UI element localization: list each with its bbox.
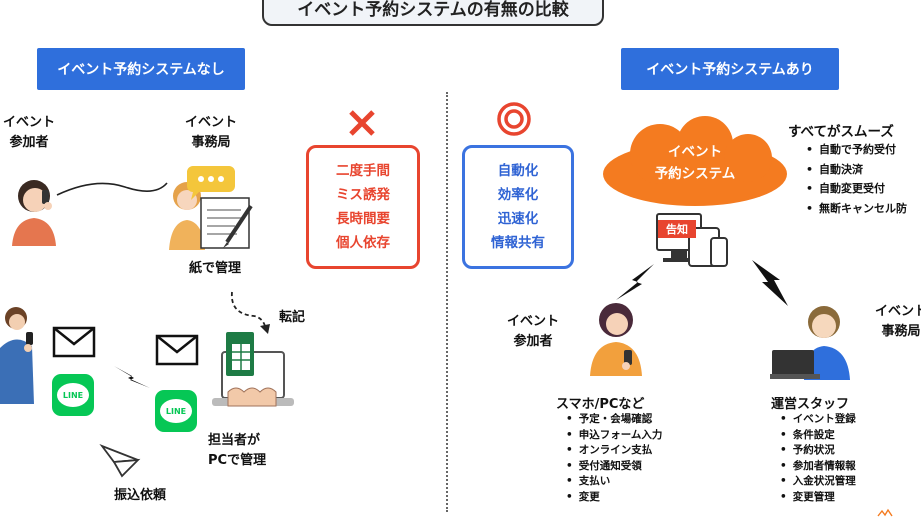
transfer-request-label: 振込依頼 bbox=[113, 488, 166, 503]
staff-item: 入金状況管理 bbox=[780, 474, 856, 490]
mail-envelope-icon-2 bbox=[155, 334, 199, 366]
staff-laptop-illustration bbox=[770, 306, 850, 380]
transcribe-label: 転記 bbox=[278, 310, 305, 325]
mail-envelope-icon bbox=[52, 326, 96, 358]
smooth-item: 自動決済 bbox=[806, 160, 907, 180]
benefits-box: 自動化 効率化 迅速化 情報共有 bbox=[462, 145, 574, 269]
phone-line-curve bbox=[56, 182, 168, 196]
staff-item: 条件設定 bbox=[780, 428, 856, 444]
reservation-system-cloud bbox=[603, 116, 787, 206]
transcribe-arrow-icon bbox=[231, 291, 270, 334]
smooth-item: 自動で予約受付 bbox=[806, 140, 907, 160]
participant-phone-illustration bbox=[12, 180, 56, 246]
smooth-item: 無断キャンセル防 bbox=[806, 199, 907, 219]
right-section-header: イベント予約システムあり bbox=[621, 48, 839, 90]
staff-item: 参加者情報報 bbox=[780, 459, 856, 475]
smooth-title: すべてがスムーズ bbox=[788, 124, 894, 140]
left-section-header: イベント予約システムなし bbox=[37, 48, 245, 90]
laptop-spreadsheet-illustration bbox=[212, 332, 294, 407]
phone-item: 受付通知受領 bbox=[566, 459, 662, 475]
lightning-icon-left bbox=[616, 264, 654, 300]
line-app-icon: LINE bbox=[52, 374, 94, 416]
smooth-item: 自動変更受付 bbox=[806, 179, 907, 199]
staff-title: 運営スタッフ bbox=[771, 397, 850, 412]
phone-item: 申込フォーム入力 bbox=[566, 428, 663, 444]
participant-smartphone-illustration bbox=[590, 303, 642, 376]
left-participant-label: イベント 参加者 bbox=[2, 115, 55, 150]
phone-item: 予定・会場確認 bbox=[566, 412, 662, 428]
phone-pc-title: スマホ/PCなど bbox=[556, 397, 645, 412]
person-using-phone-illustration bbox=[0, 307, 34, 404]
right-participant-label: イベント 参加者 bbox=[506, 314, 559, 349]
staff-item: 変更管理 bbox=[780, 490, 856, 506]
page-title: イベント予約システムの有無の比較 bbox=[262, 0, 604, 26]
lightning-icon bbox=[114, 366, 150, 388]
paper-management-label: 紙で管理 bbox=[188, 261, 241, 276]
notice-badge: 告知 bbox=[658, 220, 696, 238]
cross-mark-icon bbox=[349, 110, 375, 136]
cloud-label: イベント 予約システム bbox=[654, 144, 736, 182]
office-worker-paper-illustration bbox=[169, 166, 253, 250]
staff-item: イベント登録 bbox=[780, 412, 856, 428]
devices-illustration bbox=[656, 213, 728, 267]
right-office-label: イベント 事務局 bbox=[874, 304, 921, 339]
phone-pc-list: 予定・会場確認 申込フォーム入力 オンライン支払 受付通知受領 支払い 変更 bbox=[566, 412, 663, 506]
paper-plane-icon bbox=[99, 444, 141, 478]
double-circle-icon bbox=[497, 102, 531, 136]
staff-item: 予約状況 bbox=[780, 443, 856, 459]
line-app-icon-2: LINE bbox=[155, 390, 197, 432]
phone-item: オンライン支払 bbox=[566, 443, 662, 459]
corner-decoration-icon bbox=[877, 508, 893, 517]
phone-item: 支払い bbox=[566, 474, 662, 490]
lightning-icon-right bbox=[752, 260, 788, 306]
left-office-label: イベント 事務局 bbox=[184, 115, 237, 150]
smooth-list: 自動で予約受付 自動決済 自動変更受付 無断キャンセル防 bbox=[806, 140, 907, 218]
issues-box: 二度手間 ミス誘発 長時間要 個人依存 bbox=[306, 145, 420, 269]
pc-management-label: 担当者が PCで管理 bbox=[208, 433, 267, 468]
staff-list: イベント登録 条件設定 予約状況 参加者情報報 入金状況管理 変更管理 bbox=[780, 412, 856, 505]
center-divider bbox=[446, 92, 448, 512]
phone-item: 変更 bbox=[566, 490, 662, 506]
